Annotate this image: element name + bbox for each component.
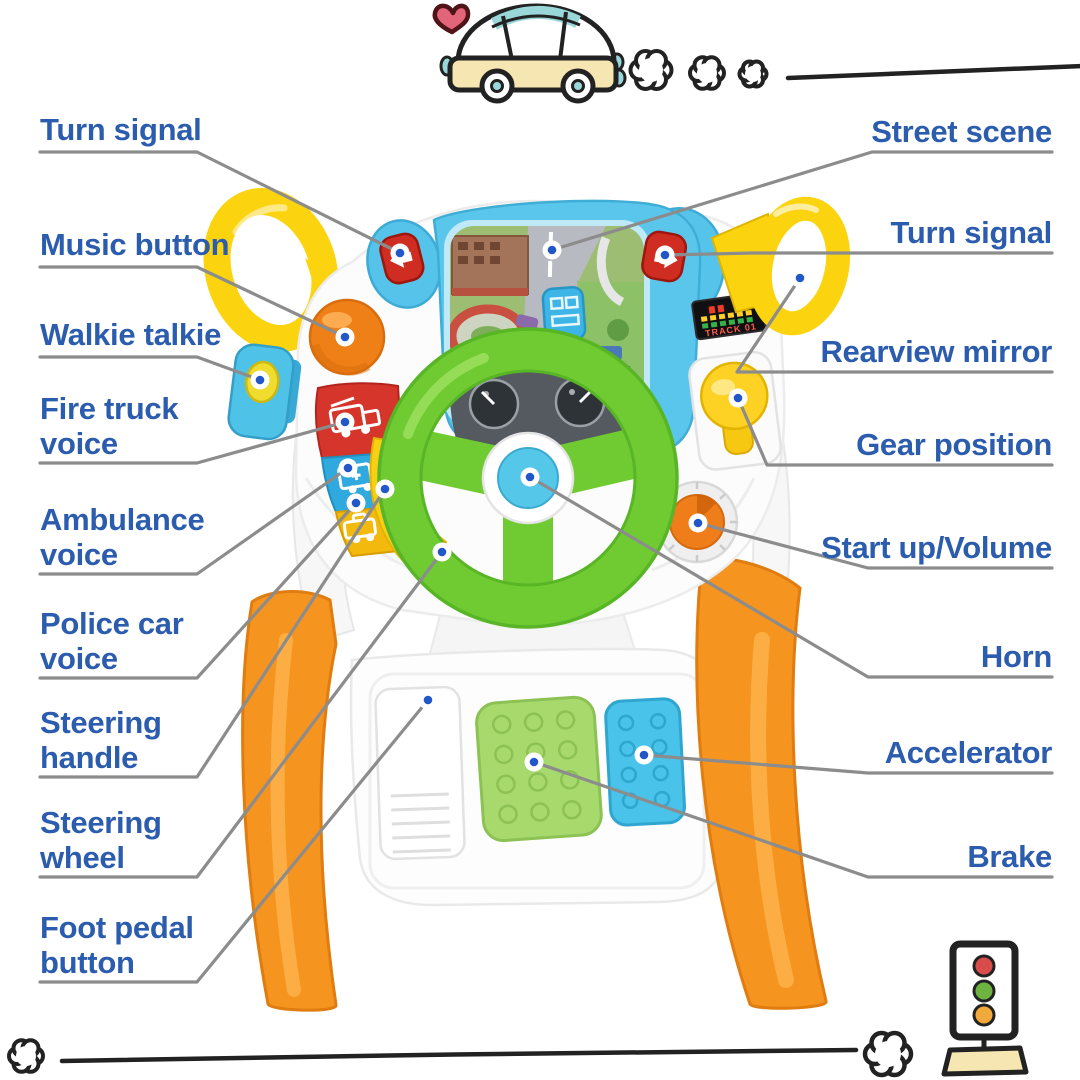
label-steering-wheel: Steering wheel (40, 805, 162, 875)
label-gear-position: Gear position (856, 427, 1052, 462)
steering-wheel-graphic (377, 327, 679, 629)
label-turn-signal-right: Turn signal (890, 215, 1053, 250)
heart-icon (432, 3, 471, 35)
callout-dots (250, 240, 810, 772)
exhaust-puff-icon (862, 1030, 914, 1078)
foot-pedal-button-graphic (374, 685, 466, 861)
label-police-car-voice: Police car voice (40, 606, 184, 676)
exhaust-puff-icon (7, 1038, 45, 1074)
rearview-mirror-graphic (710, 196, 851, 336)
label-turn-signal-left: Turn signal (40, 112, 202, 147)
exhaust-puff-icon (628, 49, 769, 91)
bottom-rule-line (59, 1047, 859, 1064)
car-icon (439, 3, 627, 104)
label-accelerator: Accelerator (884, 735, 1053, 770)
label-rearview-mirror: Rearview mirror (820, 334, 1052, 369)
label-steering-handle: Steering handle (40, 705, 162, 775)
label-fire-truck-voice: Fire truck voice (40, 391, 179, 461)
traffic-light-icon (941, 940, 1029, 1077)
label-start-up-volume: Start up/Volume (821, 530, 1052, 565)
gear-position-graphic (688, 350, 782, 471)
label-foot-pedal-button: Foot pedal button (40, 910, 194, 980)
top-rule-line (785, 63, 1080, 81)
toy-illustration: TRACK 01 (203, 188, 851, 1012)
left-leg-graphic (241, 590, 338, 1012)
right-leg-graphic (695, 556, 828, 1010)
label-horn: Horn (980, 639, 1052, 674)
label-ambulance-voice: Ambulance voice (40, 502, 205, 572)
label-music-button: Music button (40, 227, 230, 262)
label-walkie-talkie: Walkie talkie (40, 317, 222, 352)
label-street-scene: Street scene (871, 114, 1052, 149)
leader-lines (38, 150, 1054, 984)
label-brake: Brake (967, 839, 1052, 874)
start-volume-knob-graphic (655, 480, 739, 564)
